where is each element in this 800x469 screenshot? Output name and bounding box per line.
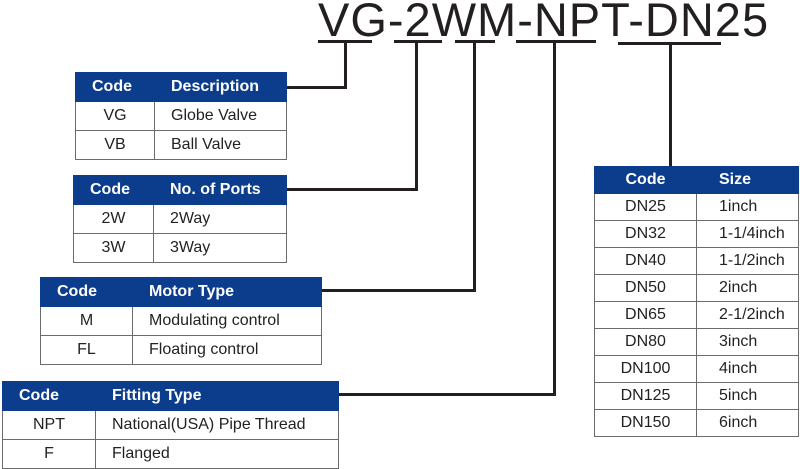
cell-value: 5inch — [696, 382, 799, 410]
cell-code: DN65 — [594, 301, 697, 329]
table-row: 2W 2Way — [73, 204, 287, 234]
model-code-title: VG-2WM-NPT-DN25 — [318, 0, 770, 46]
table-header-row: Code No. of Ports — [73, 175, 287, 205]
cell-code: DN100 — [594, 355, 697, 383]
cell-code: DN40 — [594, 247, 697, 275]
connector-size-vertical — [669, 42, 672, 166]
cell-code: FL — [40, 335, 133, 365]
header-fitting-type: Fitting Type — [95, 381, 339, 411]
connector-fitting-horizontal — [338, 393, 556, 396]
cell-value: 6inch — [696, 409, 799, 437]
cell-code: DN25 — [594, 193, 697, 221]
header-motor-type: Motor Type — [132, 277, 322, 307]
header-code: Code — [40, 277, 133, 307]
cell-value: Ball Valve — [154, 130, 287, 160]
table-row: F Flanged — [2, 439, 339, 469]
connector-fitting-vertical — [553, 40, 556, 396]
cell-value: 4inch — [696, 355, 799, 383]
table-header-row: Code Fitting Type — [2, 381, 339, 411]
cell-value: 2Way — [153, 204, 287, 234]
table-row: VB Ball Valve — [75, 130, 287, 160]
cell-code: 2W — [73, 204, 154, 234]
cell-value: Modulating control — [132, 306, 322, 336]
motor-type-table: Code Motor Type M Modulating control FL … — [40, 277, 322, 365]
table-header-row: Code Size — [594, 166, 799, 194]
cell-code: 3W — [73, 233, 154, 263]
cell-value: Floating control — [132, 335, 322, 365]
header-code: Code — [2, 381, 96, 411]
cell-value: National(USA) Pipe Thread — [95, 410, 339, 440]
valve-type-table: Code Description VG Globe Valve VB Ball … — [75, 72, 287, 160]
connector-ports-horizontal — [286, 188, 418, 191]
table-header-row: Code Motor Type — [40, 277, 322, 307]
connector-valve-horizontal — [286, 86, 347, 89]
table-header-row: Code Description — [75, 72, 287, 102]
table-row: VG Globe Valve — [75, 101, 287, 131]
table-row: 3W 3Way — [73, 233, 287, 263]
cell-value: 3inch — [696, 328, 799, 356]
table-row: FL Floating control — [40, 335, 322, 365]
fitting-type-table: Code Fitting Type NPT National(USA) Pipe… — [2, 381, 339, 469]
header-code: Code — [75, 72, 155, 102]
cell-value: 1-1/4inch — [696, 220, 799, 248]
cell-code: M — [40, 306, 133, 336]
cell-value: 1inch — [696, 193, 799, 221]
cell-code: DN32 — [594, 220, 697, 248]
cell-code: VB — [75, 130, 155, 160]
connector-ports-vertical — [415, 40, 418, 191]
header-code: Code — [594, 166, 697, 194]
cell-value: 2inch — [696, 274, 799, 302]
cell-value: 2-1/2inch — [696, 301, 799, 329]
underline-ports-segment — [394, 40, 442, 43]
header-size: Size — [696, 166, 799, 194]
cell-code: DN80 — [594, 328, 697, 356]
cell-code: NPT — [2, 410, 96, 440]
underline-fitting-segment — [516, 40, 596, 43]
cell-code: F — [2, 439, 96, 469]
connector-valve-vertical — [344, 40, 347, 88]
table-row: NPT National(USA) Pipe Thread — [2, 410, 339, 440]
header-description: Description — [154, 72, 287, 102]
cell-value: Globe Valve — [154, 101, 287, 131]
ports-table: Code No. of Ports 2W 2Way 3W 3Way — [73, 175, 287, 263]
cell-value: Flanged — [95, 439, 339, 469]
cell-code: DN50 — [594, 274, 697, 302]
cell-code: DN150 — [594, 409, 697, 437]
cell-code: DN125 — [594, 382, 697, 410]
cell-code: VG — [75, 101, 155, 131]
header-code: Code — [73, 175, 154, 205]
header-ports: No. of Ports — [153, 175, 287, 205]
table-row: M Modulating control — [40, 306, 322, 336]
cell-value: 3Way — [153, 233, 287, 263]
connector-motor-vertical — [473, 40, 476, 292]
connector-motor-horizontal — [321, 289, 476, 292]
cell-value: 1-1/2inch — [696, 247, 799, 275]
